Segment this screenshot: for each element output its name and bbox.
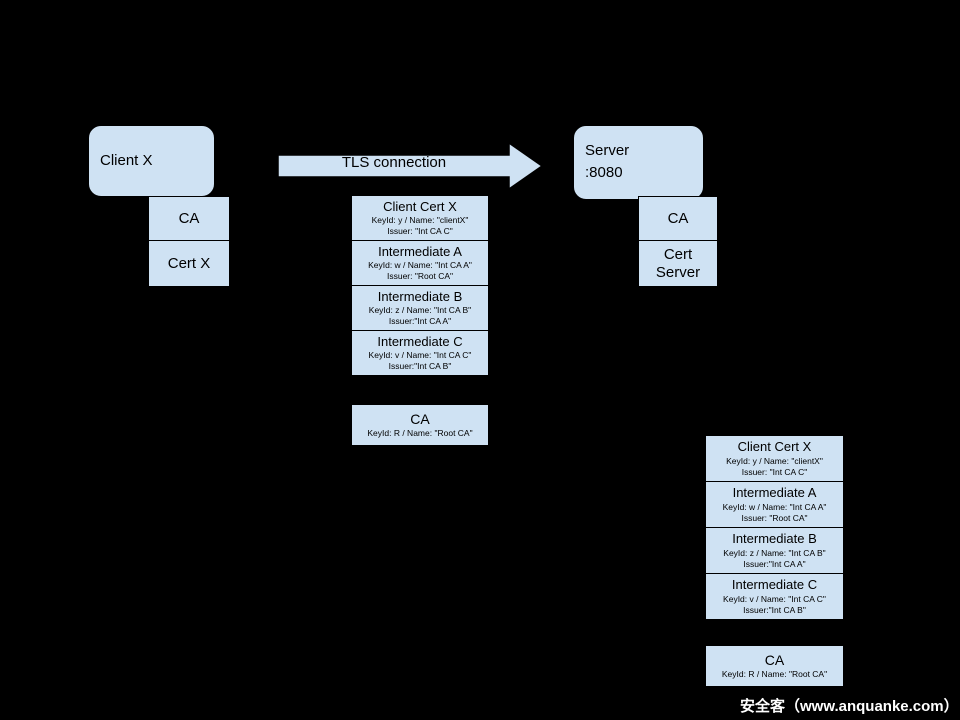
tls-arrow-label: TLS connection	[341, 154, 447, 171]
server-node: Server :8080	[573, 125, 704, 200]
cert-box-intermediate-c: Intermediate C KeyId: v / Name: "Int CA …	[705, 573, 844, 620]
cert-chain-right: Client Cert X KeyId: y / Name: "clientX"…	[705, 435, 844, 620]
server-node-port: :8080	[585, 163, 623, 181]
client-ca-label: CA	[178, 209, 200, 227]
server-cert-label-line2: Server	[655, 263, 701, 281]
cert-title: Intermediate C	[731, 577, 818, 593]
root-ca-box-right: CA KeyId: R / Name: "Root CA"	[705, 645, 844, 687]
tls-arrow-shape	[278, 141, 544, 191]
tls-arrow	[278, 141, 544, 191]
cert-box-client-cert-x: Client Cert X KeyId: y / Name: "clientX"…	[351, 195, 489, 241]
cert-keyline: KeyId: v / Name: "Int CA C"	[368, 350, 472, 361]
cert-keyline: KeyId: y / Name: "clientX"	[726, 455, 823, 466]
cert-title: Client Cert X	[737, 439, 812, 455]
server-ca-label: CA	[667, 209, 689, 227]
cert-keyline: KeyId: w / Name: "Int CA A"	[722, 501, 827, 512]
cert-issuerline: Issuer: "Root CA"	[741, 512, 808, 523]
cert-title: Intermediate B	[732, 531, 817, 547]
cert-box-intermediate-a: Intermediate A KeyId: w / Name: "Int CA …	[351, 240, 489, 286]
cert-title: Intermediate A	[732, 485, 817, 501]
cert-title: Client Cert X	[383, 198, 457, 214]
server-cert-label-line1: Cert	[663, 246, 693, 264]
server-ca-box: CA	[638, 196, 718, 241]
server-cert-box: Cert Server	[638, 240, 718, 287]
cert-keyline: KeyId: y / Name: "clientX"	[371, 215, 469, 226]
cert-issuerline: Issuer: "Root CA"	[386, 271, 454, 282]
client-cert-label: Cert X	[167, 254, 211, 272]
cert-chain-middle: Client Cert X KeyId: y / Name: "clientX"…	[351, 195, 489, 376]
cert-keyline: KeyId: z / Name: "Int CA B"	[723, 547, 826, 558]
watermark-text: 安全客（www.anquanke.com）	[740, 698, 959, 715]
client-cert-box: Cert X	[148, 240, 230, 287]
cert-title: Intermediate C	[377, 333, 463, 349]
root-ca-keyline: KeyId: R / Name: "Root CA"	[367, 427, 473, 438]
cert-title: Intermediate B	[377, 288, 463, 304]
root-ca-box-middle: CA KeyId: R / Name: "Root CA"	[351, 404, 489, 446]
root-ca-title: CA	[764, 652, 785, 669]
cert-keyline: KeyId: w / Name: "Int CA A"	[368, 260, 472, 271]
cert-title: Intermediate A	[378, 243, 462, 259]
root-ca-title: CA	[410, 411, 430, 428]
cert-box-intermediate-a: Intermediate A KeyId: w / Name: "Int CA …	[705, 481, 844, 528]
cert-box-client-cert-x: Client Cert X KeyId: y / Name: "clientX"…	[705, 435, 844, 482]
cert-keyline: KeyId: z / Name: "Int CA B"	[368, 305, 472, 316]
client-node: Client X	[88, 125, 215, 197]
server-node-label: Server	[585, 142, 630, 159]
cert-issuerline: Issuer: "Int CA C"	[741, 466, 808, 477]
root-ca-keyline: KeyId: R / Name: "Root CA"	[721, 668, 828, 679]
cert-box-intermediate-c: Intermediate C KeyId: v / Name: "Int CA …	[351, 330, 489, 376]
client-node-label: Client X	[100, 152, 153, 170]
client-ca-box: CA	[148, 196, 230, 241]
cert-issuerline: Issuer:"Int CA B"	[743, 604, 806, 615]
cert-box-intermediate-b: Intermediate B KeyId: z / Name: "Int CA …	[351, 285, 489, 331]
cert-issuerline: Issuer: "Int CA C"	[387, 226, 453, 237]
cert-box-intermediate-b: Intermediate B KeyId: z / Name: "Int CA …	[705, 527, 844, 574]
cert-keyline: KeyId: v / Name: "Int CA C"	[723, 593, 826, 604]
cert-issuerline: Issuer:"Int CA B"	[388, 361, 452, 372]
cert-issuerline: Issuer:"Int CA A"	[743, 558, 806, 569]
cert-issuerline: Issuer:"Int CA A"	[388, 316, 452, 327]
